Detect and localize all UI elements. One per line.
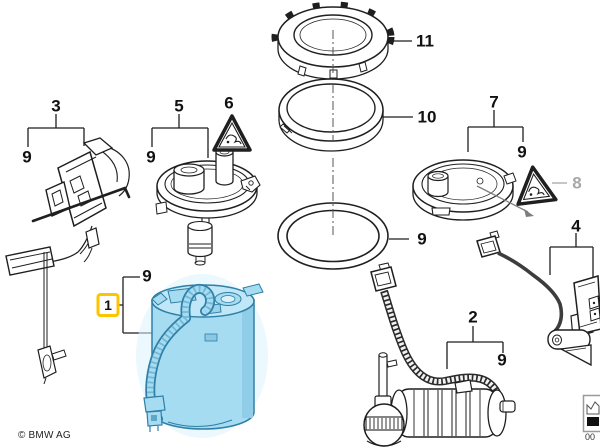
callout-9-a[interactable]: 9 xyxy=(22,147,32,167)
doc-code-text: 00 xyxy=(585,432,596,442)
callout-9-oring[interactable]: 9 xyxy=(417,229,427,249)
part-7-flange-cover-drawing[interactable] xyxy=(412,159,517,221)
part-10-clamp-ring-drawing[interactable] xyxy=(278,78,384,152)
callout-1-selected[interactable]: 1 xyxy=(96,293,120,317)
callout-6[interactable]: 6 xyxy=(224,93,234,113)
part-8-warning-triangle-icon[interactable] xyxy=(514,165,558,206)
callout-5[interactable]: 5 xyxy=(174,96,184,116)
callout-11[interactable]: 11 xyxy=(416,31,434,51)
part-3-level-sensor-drawing[interactable] xyxy=(5,137,131,385)
callout-9-e[interactable]: 9 xyxy=(142,266,152,286)
callout-7[interactable]: 7 xyxy=(489,92,499,112)
part-9-oring-drawing[interactable] xyxy=(277,202,389,270)
callout-4[interactable]: 4 xyxy=(571,216,581,236)
callout-9-f[interactable]: 9 xyxy=(497,350,507,370)
callout-9-b[interactable]: 9 xyxy=(146,147,156,167)
part-1-fuel-pump-unit-drawing[interactable] xyxy=(136,274,268,438)
part-4-sensor-cable-drawing[interactable] xyxy=(476,230,600,367)
callout-leader-lines xyxy=(27,40,594,369)
callout-10[interactable]: 10 xyxy=(417,107,437,127)
part-5-pump-flange-drawing[interactable] xyxy=(155,147,261,266)
part-6-warning-triangle-icon[interactable] xyxy=(212,114,252,152)
part-2-fuel-filter-drawing[interactable] xyxy=(363,262,516,447)
copyright-text: © BMW AG xyxy=(18,430,71,441)
ref-thumbnail xyxy=(582,394,600,433)
callout-2[interactable]: 2 xyxy=(468,307,478,327)
callout-9-d[interactable]: 9 xyxy=(517,142,527,162)
callout-3[interactable]: 3 xyxy=(51,96,61,116)
callout-1-label: 1 xyxy=(104,297,112,313)
reference-arrow-icon xyxy=(476,185,534,217)
callout-8-muted[interactable]: 8 xyxy=(572,173,582,193)
